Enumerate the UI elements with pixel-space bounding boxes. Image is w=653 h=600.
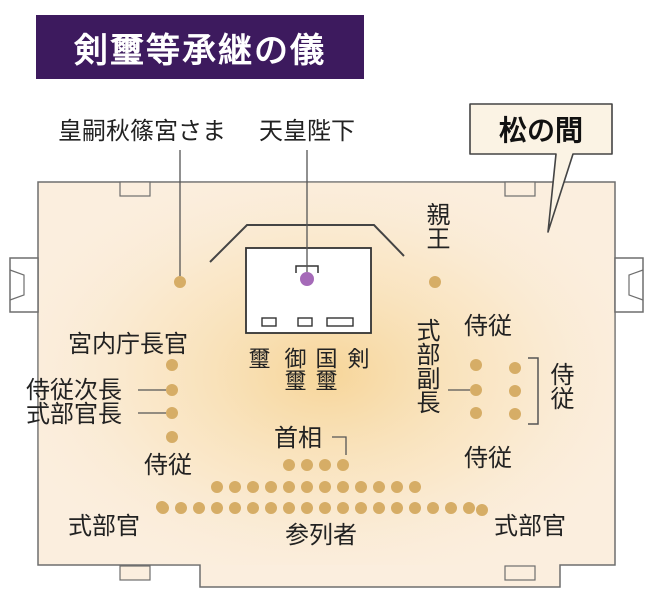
attendee-dot [427,502,439,514]
label-chamberlains-bracket: 侍従 [546,362,574,410]
attendee-rows [157,459,475,514]
label-chamberlain-right-top: 侍従 [464,312,512,340]
attendee-dot [319,459,331,471]
regalia-box-state-seal [326,317,354,327]
wall-notch [119,181,151,197]
chamberlain-left-dot [166,431,178,443]
attendee-dot [445,502,457,514]
dais-outline [209,224,405,263]
attendee-dot [319,502,331,514]
crown-prince-dot [174,276,186,288]
attendee-dot [265,502,277,514]
princes-dot [429,276,441,288]
deputy-grand-chamberlain-dot [166,384,178,396]
attendee-dot [373,481,385,493]
label-ceremonial-officer-right: 式部官 [494,512,566,540]
attendee-dot [247,502,259,514]
label-emperor: 天皇陛下 [259,117,355,145]
leader-prime-minister [332,436,347,455]
attendee-dot [247,481,259,493]
attendee-dot [211,502,223,514]
label-master-of-ceremonies: 式部官長 [26,400,122,428]
attendee-dot [229,481,241,493]
label-chamberlain-left: 侍従 [144,451,192,479]
attendee-dot [283,459,295,471]
label-regalia-sword: 剣 [344,347,370,369]
diagram-title: 剣璽等承継の儀 [74,30,326,71]
attendee-dot [265,481,277,493]
attendee-dot [301,502,313,514]
imperial-household-head-dot [166,359,178,371]
wall-notch [504,181,536,197]
attendee-dot [283,481,295,493]
attendee-dot [409,481,421,493]
attendee-dot [355,481,367,493]
master-of-ceremonies-dot [166,407,178,419]
label-crown-prince: 皇嗣秋篠宮さま [58,117,226,145]
label-prime-minister: 首相 [274,424,322,452]
attendee-dot [301,481,313,493]
attendee-dot [391,502,403,514]
attendee-dot [337,459,349,471]
wall-notch [119,565,151,581]
room-glow [38,182,615,565]
attendee-dot [157,502,169,514]
chamberlain-right-bottom-dot [470,407,482,419]
attendee-dot [355,502,367,514]
attendee-dot [229,502,241,514]
door-left-panel [9,269,25,301]
title-band: 剣璽等承継の儀 [36,15,364,79]
chamberlain-bracket-dot [509,408,521,420]
regalia-box-jewel [261,317,277,327]
attendee-dot [301,459,313,471]
attendee-dot [319,481,331,493]
label-princes: 親王 [422,202,450,250]
attendee-dot [337,481,349,493]
label-deputy-grand-chamberlain: 侍従次長 [26,376,122,404]
attendee-dot [391,481,403,493]
chamberlains-bracket [528,357,539,425]
label-regalia-state-seal: 国璽 [312,347,338,391]
room-label-callout [469,103,613,233]
label-regalia-privy-seal: 御璽 [281,347,307,391]
chamberlain-right-top-dot [470,359,482,371]
attendee-dot [409,502,421,514]
wall-notch [504,565,536,581]
deputy-master-dot [470,384,482,396]
attendee-dot [193,502,205,514]
chamberlain-bracket-dot [509,385,521,397]
attendee-dot [211,481,223,493]
regalia-box-privy-seal [297,317,313,327]
attendee-dot [463,502,475,514]
ceremonial-officer-right-dot [476,504,488,516]
door-right-panel [628,269,644,301]
attendee-dot [175,502,187,514]
label-deputy-master: 式部副長 [412,318,440,414]
label-attendees: 参列者 [285,521,357,549]
label-chamberlain-right-bottom: 侍従 [464,444,512,472]
emperor-dot [300,272,314,286]
attendee-dot [283,502,295,514]
attendee-dot [337,502,349,514]
label-ceremonial-officer-left: 式部官 [68,512,140,540]
label-imperial-household-head: 宮内庁長官 [68,330,188,358]
chamberlain-bracket-dot [509,362,521,374]
label-regalia-jewel: 璽 [245,347,271,369]
attendee-dot [373,502,385,514]
room-label: 松の間 [499,114,583,147]
